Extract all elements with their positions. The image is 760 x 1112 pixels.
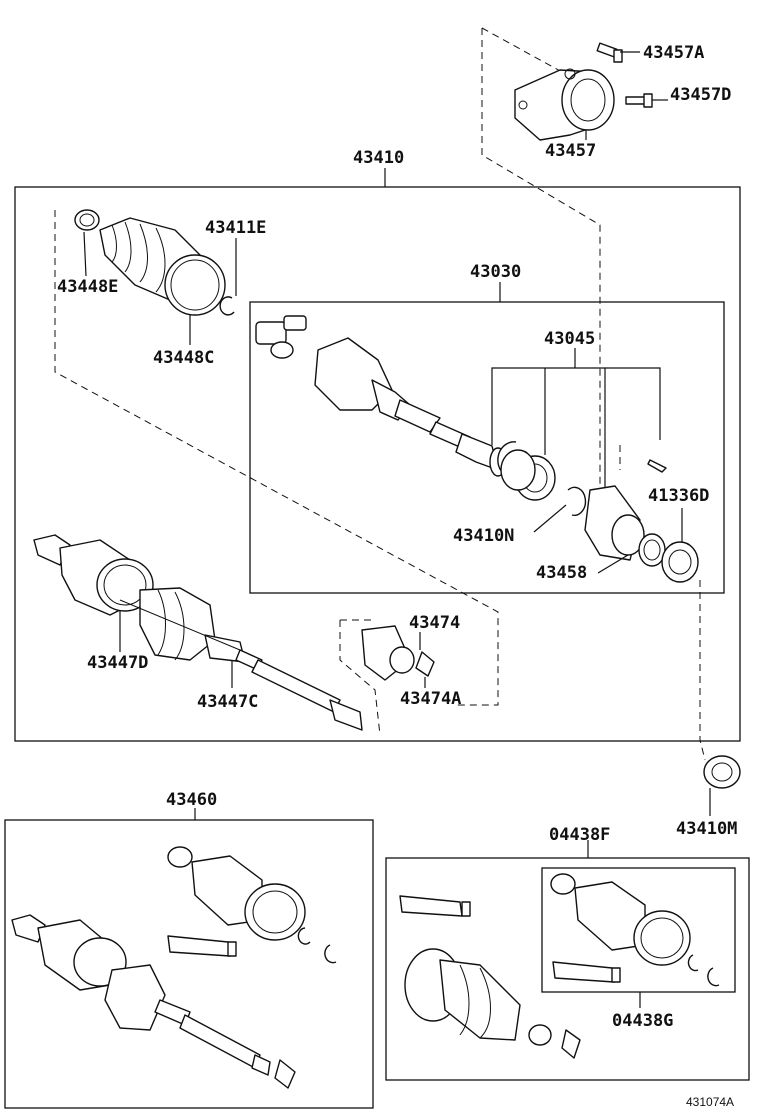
bolt-43457D <box>625 93 653 108</box>
label-43447C: 43447C <box>197 692 258 712</box>
label-43457D: 43457D <box>670 85 731 105</box>
label-43045: 43045 <box>544 329 595 349</box>
snap-ring-43411E <box>219 296 235 316</box>
group-04438G-parts <box>550 873 720 987</box>
bearing-cover <box>584 485 645 561</box>
outer-shaft-assembly <box>33 534 363 731</box>
label-43448C: 43448C <box>153 348 214 368</box>
frame-04438G <box>541 867 736 993</box>
bolt-43457A <box>596 42 623 63</box>
clip-pin <box>647 459 667 473</box>
leader-lines <box>83 51 711 1008</box>
label-04438F: 04438F <box>549 825 610 845</box>
inner-joint-housing <box>314 337 507 477</box>
bearing-bracket-43457 <box>514 68 615 141</box>
bearing-43410M <box>703 755 741 789</box>
label-43474A: 43474A <box>400 689 461 709</box>
group-04438F-parts <box>399 895 581 1059</box>
label-43447D: 43447D <box>87 653 148 673</box>
boot-clamp-43448E <box>74 209 100 231</box>
frame-43460 <box>4 819 374 1109</box>
clamp-43474A <box>415 651 435 677</box>
damper-43474 <box>361 625 415 681</box>
boot-clamp-43448C <box>164 254 226 316</box>
label-43474: 43474 <box>409 613 460 633</box>
seal-41336D <box>638 533 666 567</box>
label-04438G: 04438G <box>612 1011 673 1031</box>
label-41336D: 41336D <box>648 486 709 506</box>
label-43460: 43460 <box>166 790 217 810</box>
label-43410: 43410 <box>353 148 404 168</box>
tripod-joint <box>255 315 307 359</box>
bearing-43045 <box>500 449 556 501</box>
group-43460-parts <box>11 846 337 1089</box>
inner-joint-frame-43030 <box>249 301 725 594</box>
label-43458: 43458 <box>536 563 587 583</box>
label-43030: 43030 <box>470 262 521 282</box>
dashed-guides <box>54 27 706 761</box>
frame-04438F <box>385 857 750 1081</box>
label-43448E: 43448E <box>57 277 118 297</box>
label-43410N: 43410N <box>453 526 514 546</box>
label-43411E: 43411E <box>205 218 266 238</box>
snap-ring-43410N <box>567 486 587 517</box>
assembly-frame-43410 <box>14 186 741 742</box>
label-43457A: 43457A <box>643 43 704 63</box>
label-43457: 43457 <box>545 141 596 161</box>
seal-43458 <box>661 541 699 583</box>
label-43410M: 43410M <box>676 819 737 839</box>
figure-number: 431074A <box>686 1095 734 1109</box>
